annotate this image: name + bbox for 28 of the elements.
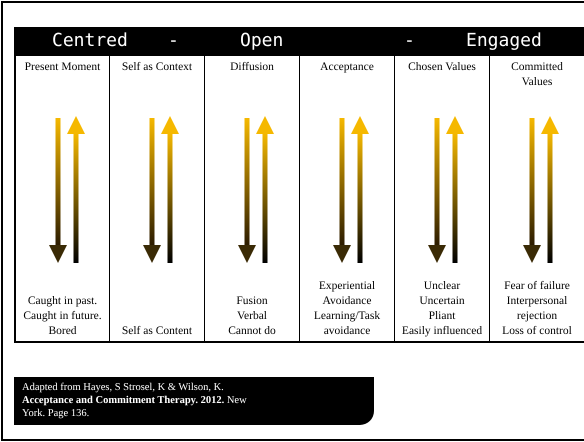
column-text: Experiential Avoidance (318, 279, 376, 309)
column-text: Unclear (424, 279, 460, 294)
column-heading: Self as Context (120, 60, 194, 75)
column-text: Pliant (428, 309, 456, 324)
column-text: Uncertain (419, 294, 465, 309)
header-text: Engaged (466, 30, 542, 52)
column-heading: Chosen Values (407, 60, 477, 75)
column-text: Learning/Task avoidance (312, 309, 382, 339)
header-text: Centred (52, 30, 128, 52)
header-text: Open (240, 30, 284, 52)
column-text: Caught in future. (23, 309, 102, 324)
column-text: Easily influenced (402, 324, 482, 339)
citation-text: Adapted from Hayes, S Strosel, K & Wilson, K. Acceptance and Commitment Therapy. 2012. New York. Page 136. (22, 381, 248, 420)
header-text: - (168, 30, 179, 52)
column-text: Verbal (236, 309, 267, 324)
column-text: Self as Content (122, 324, 192, 339)
column-text: Cannot do (228, 324, 276, 339)
header-text: - (404, 30, 415, 52)
column-heading: Present Moment (24, 60, 102, 75)
column-text: Interpersonal rejection (506, 294, 568, 324)
column-heading: Committed Values (510, 60, 564, 90)
column-text: Loss of control (502, 324, 572, 339)
column-heading: Acceptance (319, 60, 375, 75)
column-text: Bored (48, 324, 77, 339)
column-text: Fear of failure (504, 279, 570, 294)
column-text: Caught in past. (28, 294, 98, 309)
column-heading: Diffusion (229, 60, 275, 75)
column-text: Fusion (236, 294, 268, 309)
